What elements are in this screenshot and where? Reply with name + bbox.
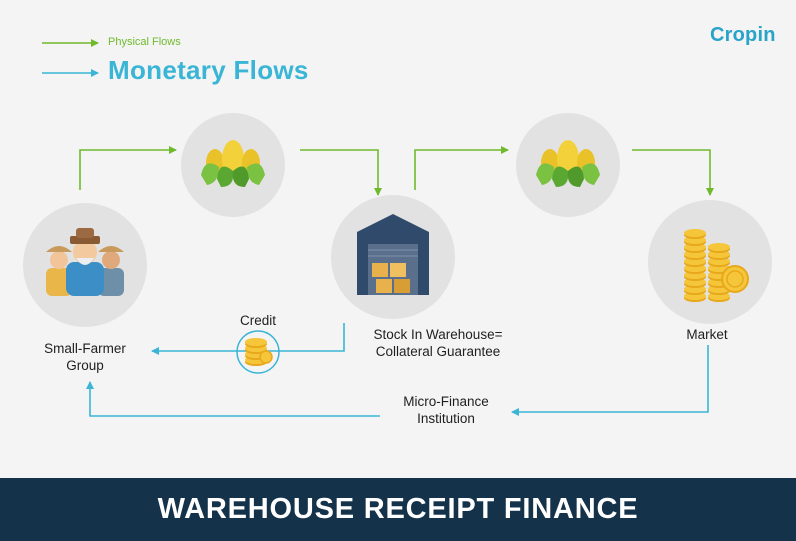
flow-market-to-microfinance — [511, 345, 709, 416]
legend-monetary-label: Monetary Flows — [108, 55, 309, 85]
farmer-group-label-line1: Small-Farmer — [44, 341, 126, 356]
flow-crop-to-market — [632, 149, 714, 196]
flow-warehouse-to-crop — [414, 146, 509, 190]
warehouse-label: Stock In Warehouse= Collateral Guarantee — [338, 326, 538, 360]
flow-microfinance-to-farmer — [86, 381, 380, 417]
microfinance-label: Micro-Finance Institution — [370, 393, 522, 427]
farmer-group-label: Small-Farmer Group — [15, 340, 155, 374]
brand-logo: Cropin — [710, 24, 776, 46]
market-label: Market — [686, 327, 728, 342]
credit-coins-icon — [245, 338, 273, 366]
coins-icon — [684, 229, 749, 302]
footer-title: WAREHOUSE RECEIPT FINANCE — [157, 493, 639, 525]
warehouse-icon — [357, 214, 429, 295]
flow-warehouse-credit-to-farmer — [151, 323, 345, 355]
farmer-group-label-line2: Group — [66, 358, 104, 373]
legend-physical-label: Physical Flows — [108, 36, 181, 48]
warehouse-label-line1: Stock In Warehouse= — [373, 327, 503, 342]
microfinance-label-line2: Institution — [417, 411, 475, 426]
microfinance-label-line1: Micro-Finance — [403, 394, 489, 409]
flow-farmer-to-crop — [79, 146, 177, 190]
footer-banner: WAREHOUSE RECEIPT FINANCE — [0, 478, 796, 541]
warehouse-label-line2: Collateral Guarantee — [375, 344, 501, 359]
flow-crop-to-warehouse — [300, 149, 382, 196]
farmers-icon — [46, 228, 124, 296]
credit-label: Credit — [239, 313, 276, 328]
